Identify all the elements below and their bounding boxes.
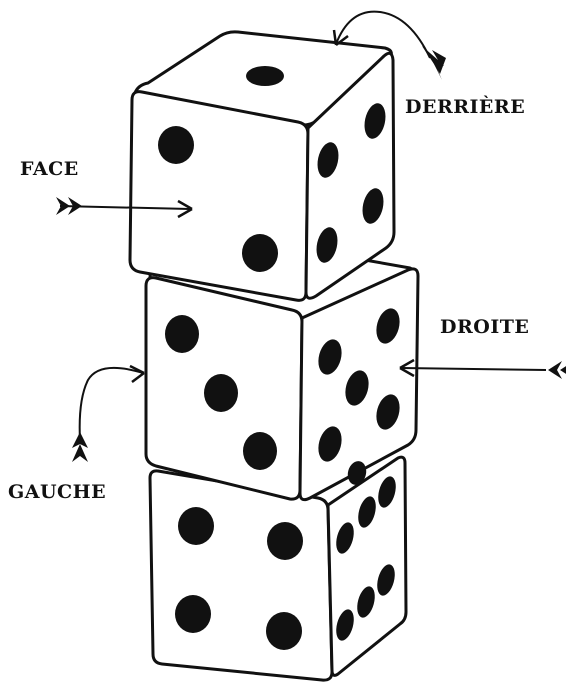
top-die-top-pip <box>246 66 284 86</box>
top-die <box>130 32 394 301</box>
label-face: FACE <box>20 158 79 180</box>
label-derriere: DERRIÈRE <box>405 96 525 118</box>
label-gauche: GAUCHE <box>8 481 106 503</box>
label-droite: DROITE <box>440 316 529 338</box>
arrow-droite-icon <box>400 360 566 379</box>
top-die-front-face <box>130 92 308 301</box>
bottom-die-front-face <box>150 471 332 680</box>
arrow-gauche-icon <box>72 366 144 462</box>
